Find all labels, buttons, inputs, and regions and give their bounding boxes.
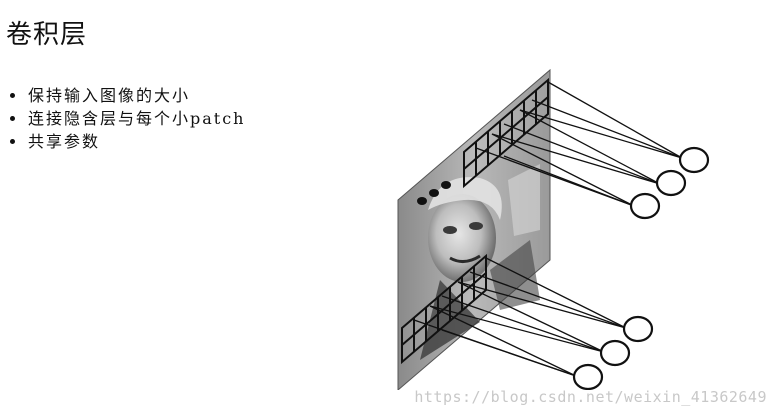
slide-title: 卷积层 — [6, 20, 88, 50]
upper-patch-strip — [463, 77, 549, 189]
bullet-dot — [10, 116, 15, 121]
bullet-dot — [10, 139, 15, 144]
portrait-face — [428, 194, 496, 282]
bullet-item: 共享参数 — [8, 130, 245, 153]
upper-connections — [475, 81, 683, 207]
bullet-text: 连接隐含层与每个小patch — [28, 109, 246, 128]
neuron-circle — [599, 339, 631, 367]
bullet-text: 共享参数 — [28, 132, 101, 151]
bullet-dot — [10, 93, 15, 98]
neuron-circle — [629, 192, 661, 220]
neuron-circle — [678, 146, 710, 174]
bullet-item: 连接隐含层与每个小patch — [8, 107, 245, 130]
neuron-circle — [622, 315, 654, 343]
neuron-circle — [655, 169, 687, 197]
bullet-item: 保持输入图像的大小 — [8, 84, 245, 107]
lower-connections — [413, 257, 627, 377]
hidden-neurons — [572, 146, 710, 390]
convolution-diagram — [397, 68, 710, 390]
bullet-list: 保持输入图像的大小 连接隐含层与每个小patch 共享参数 — [8, 84, 245, 153]
watermark-url: https://blog.csdn.net/weixin_41362649 — [414, 388, 767, 406]
neuron-circle — [572, 363, 604, 390]
bullet-text: 保持输入图像的大小 — [28, 86, 191, 105]
ellipsis-dots — [417, 181, 451, 205]
